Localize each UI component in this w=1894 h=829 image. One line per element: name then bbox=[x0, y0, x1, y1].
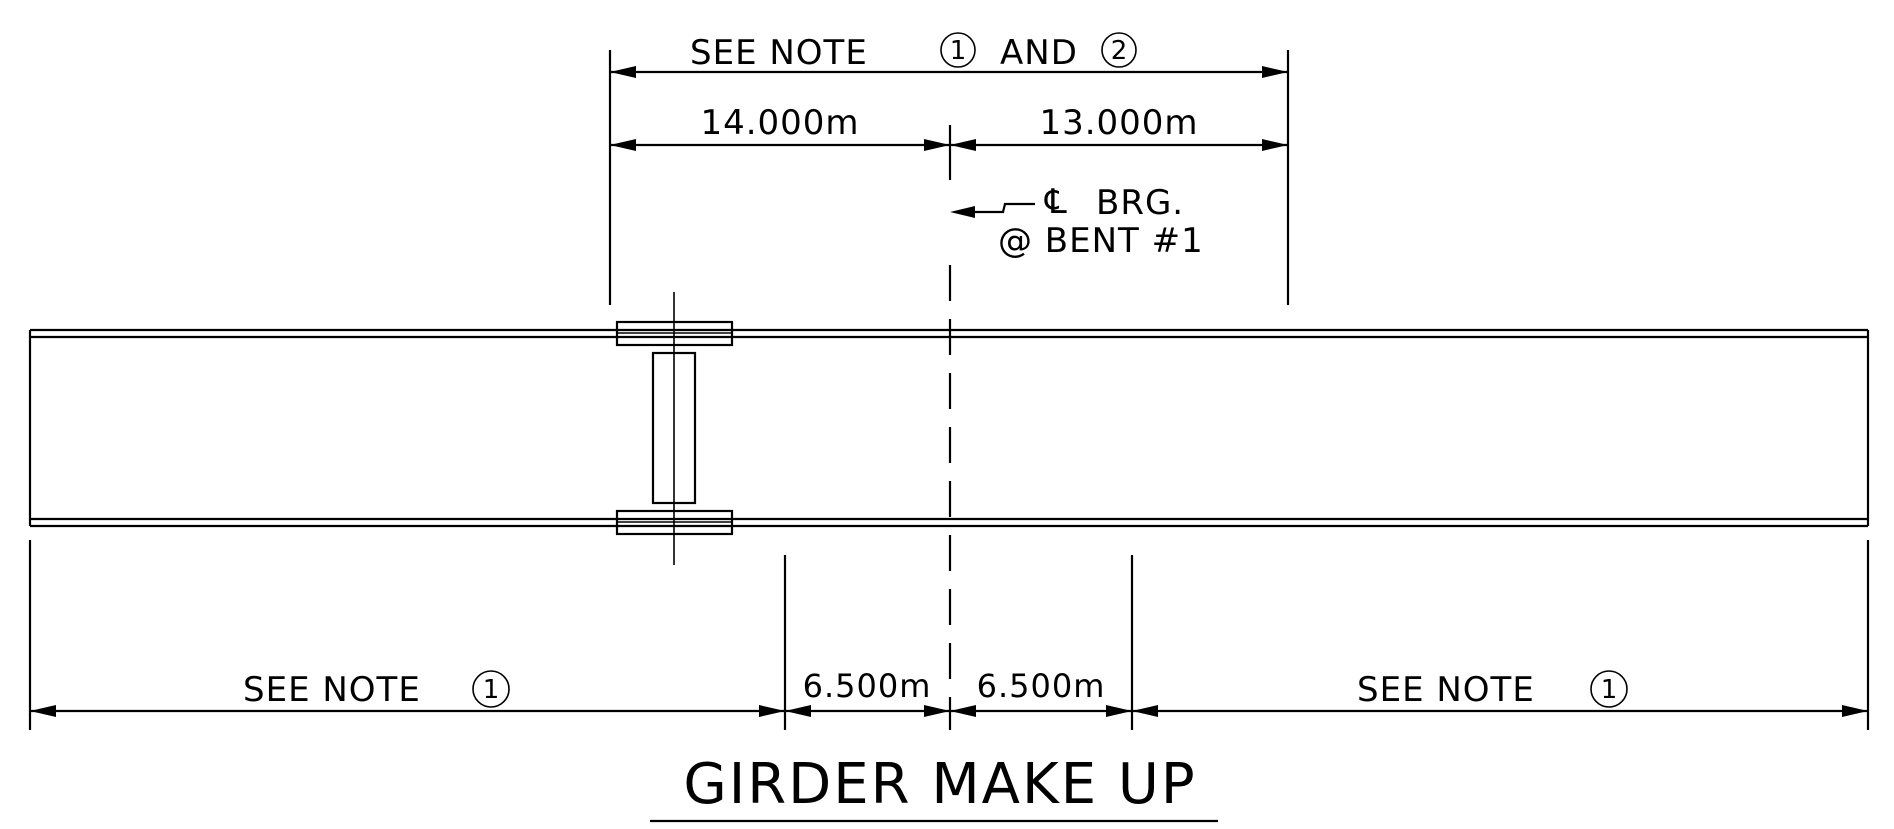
bottom-right-note: 1 bbox=[1601, 675, 1618, 705]
drawing-title: GIRDER MAKE UP bbox=[683, 752, 1196, 817]
bearing-label-line2: @ BENT #1 bbox=[998, 221, 1204, 261]
top-see-note-text: SEE NOTE bbox=[690, 33, 868, 73]
top-overall-dimension: SEE NOTE 1 AND 2 bbox=[608, 32, 1290, 305]
bearing-label-line1: BRG. bbox=[1096, 183, 1184, 223]
top-note-b: 2 bbox=[1111, 36, 1128, 66]
bottom-right-see-note: SEE NOTE bbox=[1357, 670, 1535, 710]
bottom-center-left-dim: 6.500m bbox=[803, 667, 932, 705]
bottom-dimensions: SEE NOTE 1 6.500m 6.500m SEE NOTE 1 bbox=[28, 540, 1870, 730]
bottom-left-see-note: SEE NOTE bbox=[243, 670, 421, 710]
span-dimensions: 14.000m 13.000m bbox=[610, 103, 1288, 151]
bottom-left-note: 1 bbox=[483, 675, 500, 705]
bottom-center-right-dim: 6.500m bbox=[977, 667, 1106, 705]
right-span-label: 13.000m bbox=[1039, 103, 1198, 143]
note-2-circle bbox=[1101, 32, 1137, 68]
top-and-text: AND bbox=[1000, 33, 1078, 73]
drawing-title-block: GIRDER MAKE UP bbox=[650, 752, 1218, 823]
bottom-left-note-circle bbox=[472, 670, 510, 708]
field-splice bbox=[615, 292, 734, 565]
note-1-circle bbox=[940, 32, 976, 68]
bearing-leader: ℄ BRG. @ BENT #1 bbox=[950, 182, 1204, 261]
left-span-label: 14.000m bbox=[700, 103, 859, 143]
bottom-right-note-circle bbox=[1590, 670, 1628, 708]
top-note-a: 1 bbox=[950, 36, 967, 66]
centerline-symbol: ℄ bbox=[1044, 182, 1068, 222]
